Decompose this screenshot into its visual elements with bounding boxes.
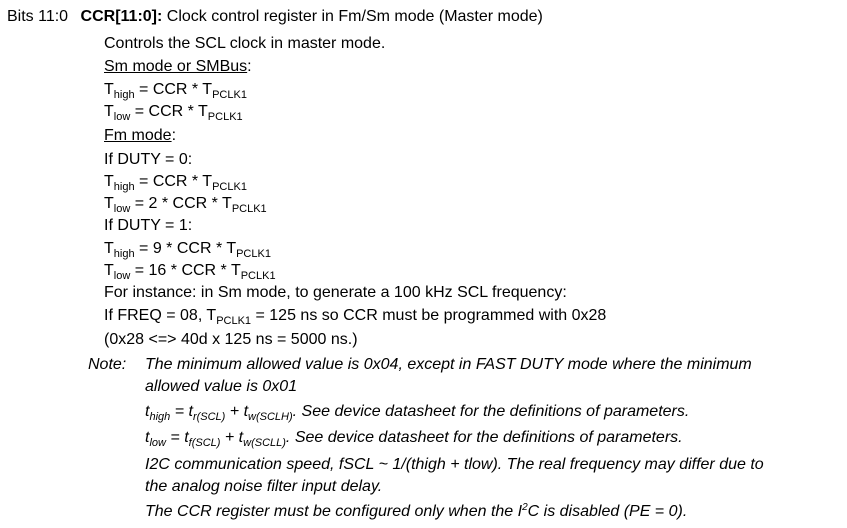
fm-d0-thigh-formula: Thigh = CCR * TPCLK1 [104, 173, 247, 193]
c-sub: w(SCLL) [243, 437, 286, 449]
note-line1: The minimum allowed value is 0x04, excep… [145, 356, 752, 373]
expr: = CCR * T [130, 103, 208, 120]
d: . See device datasheet for the definitio… [292, 403, 690, 420]
ccr-sup: 2 [522, 502, 528, 513]
a: t [145, 429, 150, 446]
fm-d1-thigh-formula: Thigh = 9 * CCR * TPCLK1 [104, 240, 271, 260]
expr: = CCR * T [134, 173, 213, 190]
sm-tlow-formula: Tlow = CCR * TPCLK1 [104, 103, 243, 123]
example-line2-pre: If FREQ = 08, T [104, 307, 217, 324]
lhs: T [104, 195, 114, 212]
b-sub: r(SCL) [192, 411, 226, 423]
sm-heading-suffix: : [247, 58, 252, 75]
a-sub: low [149, 437, 166, 449]
fm-heading: Fm mode: [104, 127, 176, 145]
lhs-sub: low [113, 111, 131, 123]
b-sub: f(SCL) [188, 437, 221, 449]
fm-heading-text: Fm mode [104, 127, 172, 144]
expr-sub: PCLK1 [236, 248, 271, 260]
expr: = 9 * CCR * T [134, 240, 237, 257]
expr-sub: PCLK1 [212, 181, 247, 193]
expr: = CCR * T [134, 81, 213, 98]
example-line2-post: = 125 ns so CCR must be programmed with … [251, 307, 607, 324]
lhs-sub: high [113, 89, 135, 101]
example-line3: (0x28 <=> 40d x 125 ns = 5000 ns.) [104, 331, 358, 348]
a-sub: high [149, 411, 171, 423]
sm-thigh-formula: Thigh = CCR * TPCLK1 [104, 81, 247, 101]
ccr-pre: The CCR register must be configured only… [145, 503, 523, 520]
lhs: T [104, 173, 114, 190]
lhs-sub: high [113, 181, 135, 193]
bits-range: Bits 11:0 [7, 8, 69, 25]
field-name: CCR[11:0]: [80, 8, 163, 25]
lhs-sub: low [113, 270, 131, 282]
field-title: Clock control register in Fm/Sm mode (Ma… [166, 8, 543, 25]
note-speed-line1: I2C communication speed, fSCL ~ 1/(thigh… [145, 456, 764, 473]
d: . See device datasheet for the definitio… [285, 429, 683, 446]
expr-sub: PCLK1 [212, 89, 247, 101]
ccr-post: C is disabled (PE = 0). [527, 503, 688, 520]
expr-sub: PCLK1 [207, 111, 243, 123]
note-speed-line2: the analog noise filter input delay. [145, 478, 383, 495]
expr-sub: PCLK1 [231, 203, 267, 215]
note-tlow-formula: tlow = tf(SCL) + tw(SCLL). See device da… [145, 429, 683, 449]
note-label: Note: [88, 356, 127, 373]
expr: = 16 * CCR * T [130, 262, 241, 279]
bits-header: Bits 11:0 CCR[11:0]: Clock control regis… [7, 8, 543, 26]
example-line1: For instance: in Sm mode, to generate a … [104, 284, 567, 301]
b: = t [170, 403, 193, 420]
expr-sub: PCLK1 [240, 270, 276, 282]
a: t [145, 403, 150, 420]
lhs: T [104, 103, 114, 120]
lhs: T [104, 81, 114, 98]
fm-d1-tlow-formula: Tlow = 16 * CCR * TPCLK1 [104, 262, 276, 282]
c: + t [220, 429, 244, 446]
note-ccr-line: The CCR register must be configured only… [145, 503, 687, 521]
example-line2: If FREQ = 08, TPCLK1 = 125 ns so CCR mus… [104, 307, 607, 327]
duty0-label: If DUTY = 0: [104, 151, 193, 168]
lhs: T [104, 262, 114, 279]
lhs: T [104, 240, 114, 257]
duty1-label: If DUTY = 1: [104, 217, 193, 234]
sm-heading-text: Sm mode or SMBus [104, 58, 248, 75]
note-thigh-formula: thigh = tr(SCL) + tw(SCLH). See device d… [145, 403, 690, 423]
note-line2: allowed value is 0x01 [145, 378, 298, 395]
fm-heading-suffix: : [171, 127, 177, 144]
lhs-sub: high [113, 248, 135, 260]
sm-heading: Sm mode or SMBus: [104, 58, 252, 76]
c-sub: w(SCLH) [248, 411, 293, 423]
fm-d0-tlow-formula: Tlow = 2 * CCR * TPCLK1 [104, 195, 267, 215]
example-line2-sub: PCLK1 [216, 315, 252, 327]
b: = t [165, 429, 189, 446]
expr: = 2 * CCR * T [130, 195, 232, 212]
description: Controls the SCL clock in master mode. [104, 35, 386, 52]
c: + t [225, 403, 249, 420]
lhs-sub: low [113, 203, 131, 215]
